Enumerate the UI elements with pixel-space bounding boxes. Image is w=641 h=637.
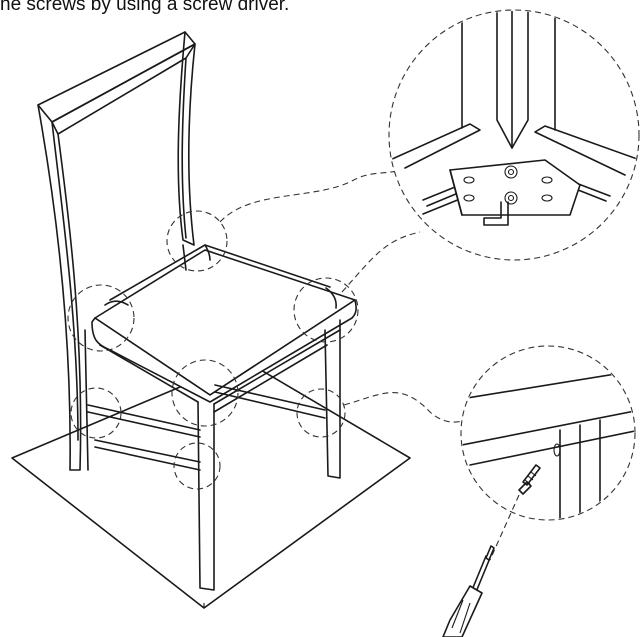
chair-back bbox=[37, 31, 196, 471]
screwdriver-icon bbox=[442, 545, 495, 637]
corner-bracket-detail bbox=[388, 9, 640, 261]
chair-seat bbox=[91, 244, 357, 403]
allen-key-icon bbox=[483, 201, 509, 226]
rail-screw-detail bbox=[460, 345, 636, 561]
detail-markers bbox=[67, 210, 359, 490]
screw-icon bbox=[518, 464, 541, 495]
instruction-caption: he screws by using a screw driver. bbox=[0, 0, 290, 15]
